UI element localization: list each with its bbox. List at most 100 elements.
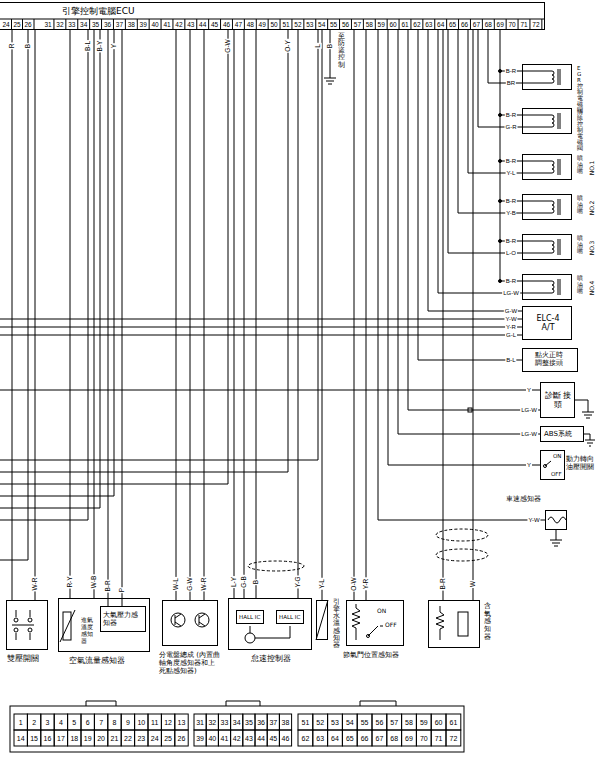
node-text: 噴油嘴 — [577, 275, 583, 295]
pin-number: 70 — [419, 735, 429, 742]
node-text: 噴油嘴 — [577, 155, 583, 175]
coil-symbol — [500, 113, 560, 129]
pin-cell — [41, 730, 54, 746]
wire-color: L-Y — [231, 576, 238, 588]
pin-cell — [135, 730, 148, 746]
pin-cell — [194, 730, 206, 746]
pin-strip — [0, 19, 545, 20]
node-text: 診斷 接頭 — [544, 392, 572, 409]
wire-color: Y-G — [295, 576, 302, 589]
node-text: NO.2 — [589, 201, 596, 216]
node-text: NO.3 — [589, 241, 596, 256]
junction-dot — [499, 280, 502, 283]
transistor-symbol — [195, 613, 209, 627]
node-text: 分電盤總成 (內置曲軸角度感知器和上死點感知器) — [159, 651, 221, 675]
pin-number: 67 — [374, 735, 384, 742]
diag-wire — [0, 390, 540, 391]
wire-line — [14, 628, 18, 632]
pin-cell — [416, 730, 431, 746]
pin-number: 44 — [256, 735, 266, 742]
pin-number: 15 — [29, 735, 39, 742]
node-text: 動力轉向 油壓開關 — [566, 455, 596, 471]
pin-cell — [161, 714, 174, 730]
pin-number: 23 — [136, 735, 146, 742]
pin-cell — [194, 714, 206, 730]
pin-number: 25 — [163, 735, 173, 742]
pin-number: 31 — [43, 22, 52, 29]
node-text: ON — [377, 608, 386, 615]
pin-number: 13 — [177, 719, 187, 726]
pin-number: 66 — [360, 735, 370, 742]
wire-color: O-W — [351, 576, 358, 591]
node-text: 噴油嘴 — [577, 235, 583, 255]
pin-number: 52 — [315, 719, 325, 726]
node-text: ELC-4 A/T — [531, 314, 565, 332]
wire-connector — [94, 30, 95, 598]
pressure-switch: ONOFF動力轉向 油壓開關 — [540, 450, 565, 480]
pin-number: 12 — [163, 719, 173, 726]
pin-number: 60 — [434, 719, 444, 726]
pin-cell — [68, 730, 81, 746]
pin-number: 7 — [98, 719, 104, 726]
pin-number: 9 — [125, 719, 131, 726]
pin-number: 56 — [341, 22, 350, 29]
idle-controller: 怠速控制器HALL ICHALL IC — [228, 598, 312, 650]
pin-cell — [81, 714, 94, 730]
pin-number: 45 — [210, 22, 219, 29]
pin-divider — [34, 19, 35, 30]
pin-number: 17 — [56, 735, 66, 742]
pin-number: 24 — [150, 735, 160, 742]
pin-number: 58 — [404, 719, 414, 726]
pin-number: 48 — [246, 22, 255, 29]
wire-color: B-R — [505, 278, 517, 284]
connector-outline — [10, 706, 464, 752]
pin-number: 4 — [58, 719, 64, 726]
pin-number: 32 — [207, 719, 217, 726]
supply-bus — [500, 30, 501, 281]
injector: 噴油嘴NO.3 — [522, 234, 572, 260]
pin-number: 36 — [103, 22, 112, 29]
wire-color: B-R — [505, 112, 517, 118]
wire-connector — [418, 30, 522, 360]
solenoid-valve: 清除控制電磁閥 — [522, 108, 572, 134]
transistor-symbol — [171, 613, 185, 627]
pin-number: 14 — [16, 735, 26, 742]
wire-color: G-W — [504, 308, 518, 314]
sine-symbol — [548, 517, 566, 523]
node-text: 節氣門位置感知器 — [343, 651, 409, 659]
wire-color: Y — [111, 43, 118, 49]
coil-symbol — [500, 279, 560, 295]
wire-color: G-W — [187, 576, 194, 591]
pin-cell — [446, 714, 461, 730]
pin-cell — [298, 730, 313, 746]
hall-ic: HALL IC — [236, 610, 264, 624]
wire-color: B-R — [505, 238, 517, 244]
heater-symbol — [436, 606, 444, 640]
switch-symbol — [545, 461, 551, 466]
pin-number: 72 — [448, 735, 458, 742]
wire-connector — [366, 30, 367, 600]
wire-color: O-Y — [285, 39, 292, 53]
pin-number: 32 — [55, 22, 64, 29]
pin-cell — [54, 714, 67, 730]
hall-ic: HALL IC — [276, 610, 304, 624]
pin-cell — [243, 714, 255, 730]
oxygen-sensor: 含氧感知器 — [428, 600, 480, 648]
pin-number: 51 — [300, 719, 310, 726]
pin-cell — [431, 730, 446, 746]
wire-connector — [438, 30, 522, 293]
signal-note: 至防盜控制 — [337, 33, 346, 69]
transmission-ecu: ELC-4 A/T — [522, 306, 572, 340]
pin-number: 39 — [139, 22, 148, 29]
junction-dot — [499, 200, 502, 203]
pin-cell — [94, 730, 107, 746]
injector: 噴油嘴NO.2 — [522, 194, 572, 220]
pin-cell — [14, 730, 27, 746]
node-text: 車速感知器 — [506, 495, 566, 503]
pin-number: 68 — [484, 22, 493, 29]
node-text: HALL IC — [239, 614, 260, 620]
pin-cell — [108, 730, 121, 746]
pin-cell — [81, 730, 94, 746]
junction-dot — [499, 70, 502, 73]
pin-number: 72 — [531, 22, 540, 29]
